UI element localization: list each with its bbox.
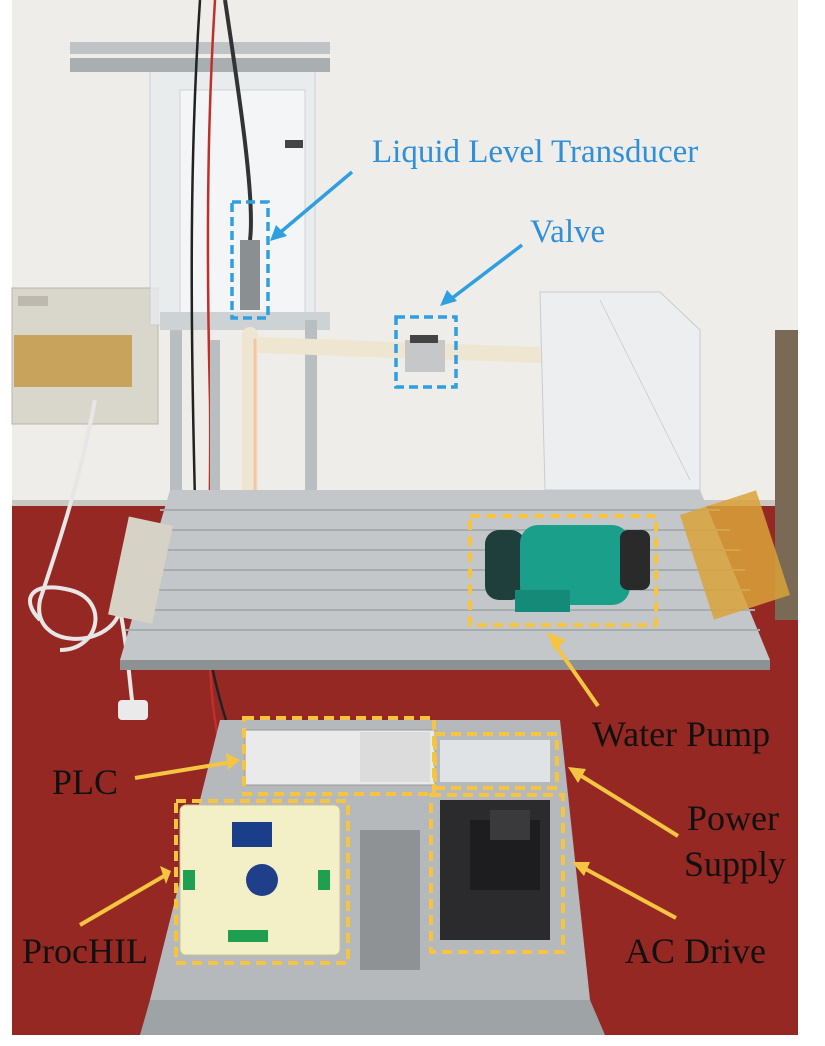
transducer-body bbox=[240, 240, 260, 310]
arrowhead-icon bbox=[440, 290, 457, 306]
prochil-box bbox=[179, 804, 341, 956]
label-liquid-level-transducer: Liquid Level Transducer bbox=[372, 134, 699, 170]
water-pump bbox=[485, 525, 650, 612]
wall-panel bbox=[11, 287, 159, 425]
arrowhead-icon bbox=[270, 225, 287, 241]
label-power-supply-line2: Supply bbox=[684, 844, 787, 884]
arrowhead-icon bbox=[160, 866, 171, 884]
label-plc: PLC bbox=[52, 762, 119, 802]
label-power-supply-line1: Power bbox=[687, 798, 779, 838]
arrowhead-icon bbox=[572, 862, 590, 876]
plug bbox=[118, 700, 148, 720]
pump-arrow bbox=[550, 638, 600, 708]
label-water-pump: Water Pump bbox=[592, 714, 771, 754]
right-tank bbox=[539, 291, 701, 491]
right-doorframe bbox=[775, 330, 798, 620]
label-ac-drive: AC Drive bbox=[625, 931, 766, 971]
prochil-box-outline bbox=[174, 799, 350, 965]
transducer-box bbox=[230, 200, 270, 320]
power-supply-box bbox=[433, 732, 559, 790]
ac-drive-box bbox=[429, 793, 565, 954]
label-prochil: ProcHIL bbox=[22, 931, 148, 971]
power-supply-arrow bbox=[573, 770, 680, 838]
aluminum-platform bbox=[108, 490, 791, 670]
ac-drive-arrow bbox=[579, 864, 677, 920]
tank-stand bbox=[170, 320, 317, 510]
top-rail bbox=[70, 42, 330, 54]
arrowhead-icon bbox=[568, 767, 586, 783]
arrowhead-icon bbox=[226, 753, 240, 770]
overhead-cables bbox=[190, 0, 253, 761]
valve-arrow bbox=[445, 243, 524, 304]
plc-arrow bbox=[134, 760, 233, 780]
blue-annotations bbox=[230, 170, 524, 389]
yellow-annotations bbox=[78, 514, 680, 965]
valve-box bbox=[394, 315, 458, 389]
prochil-arrow bbox=[78, 874, 166, 927]
label-valve: Valve bbox=[530, 214, 606, 250]
arrowhead-icon bbox=[547, 632, 566, 650]
transducer-arrow bbox=[274, 170, 354, 238]
valve-body bbox=[405, 340, 445, 372]
pump-box bbox=[468, 514, 658, 627]
